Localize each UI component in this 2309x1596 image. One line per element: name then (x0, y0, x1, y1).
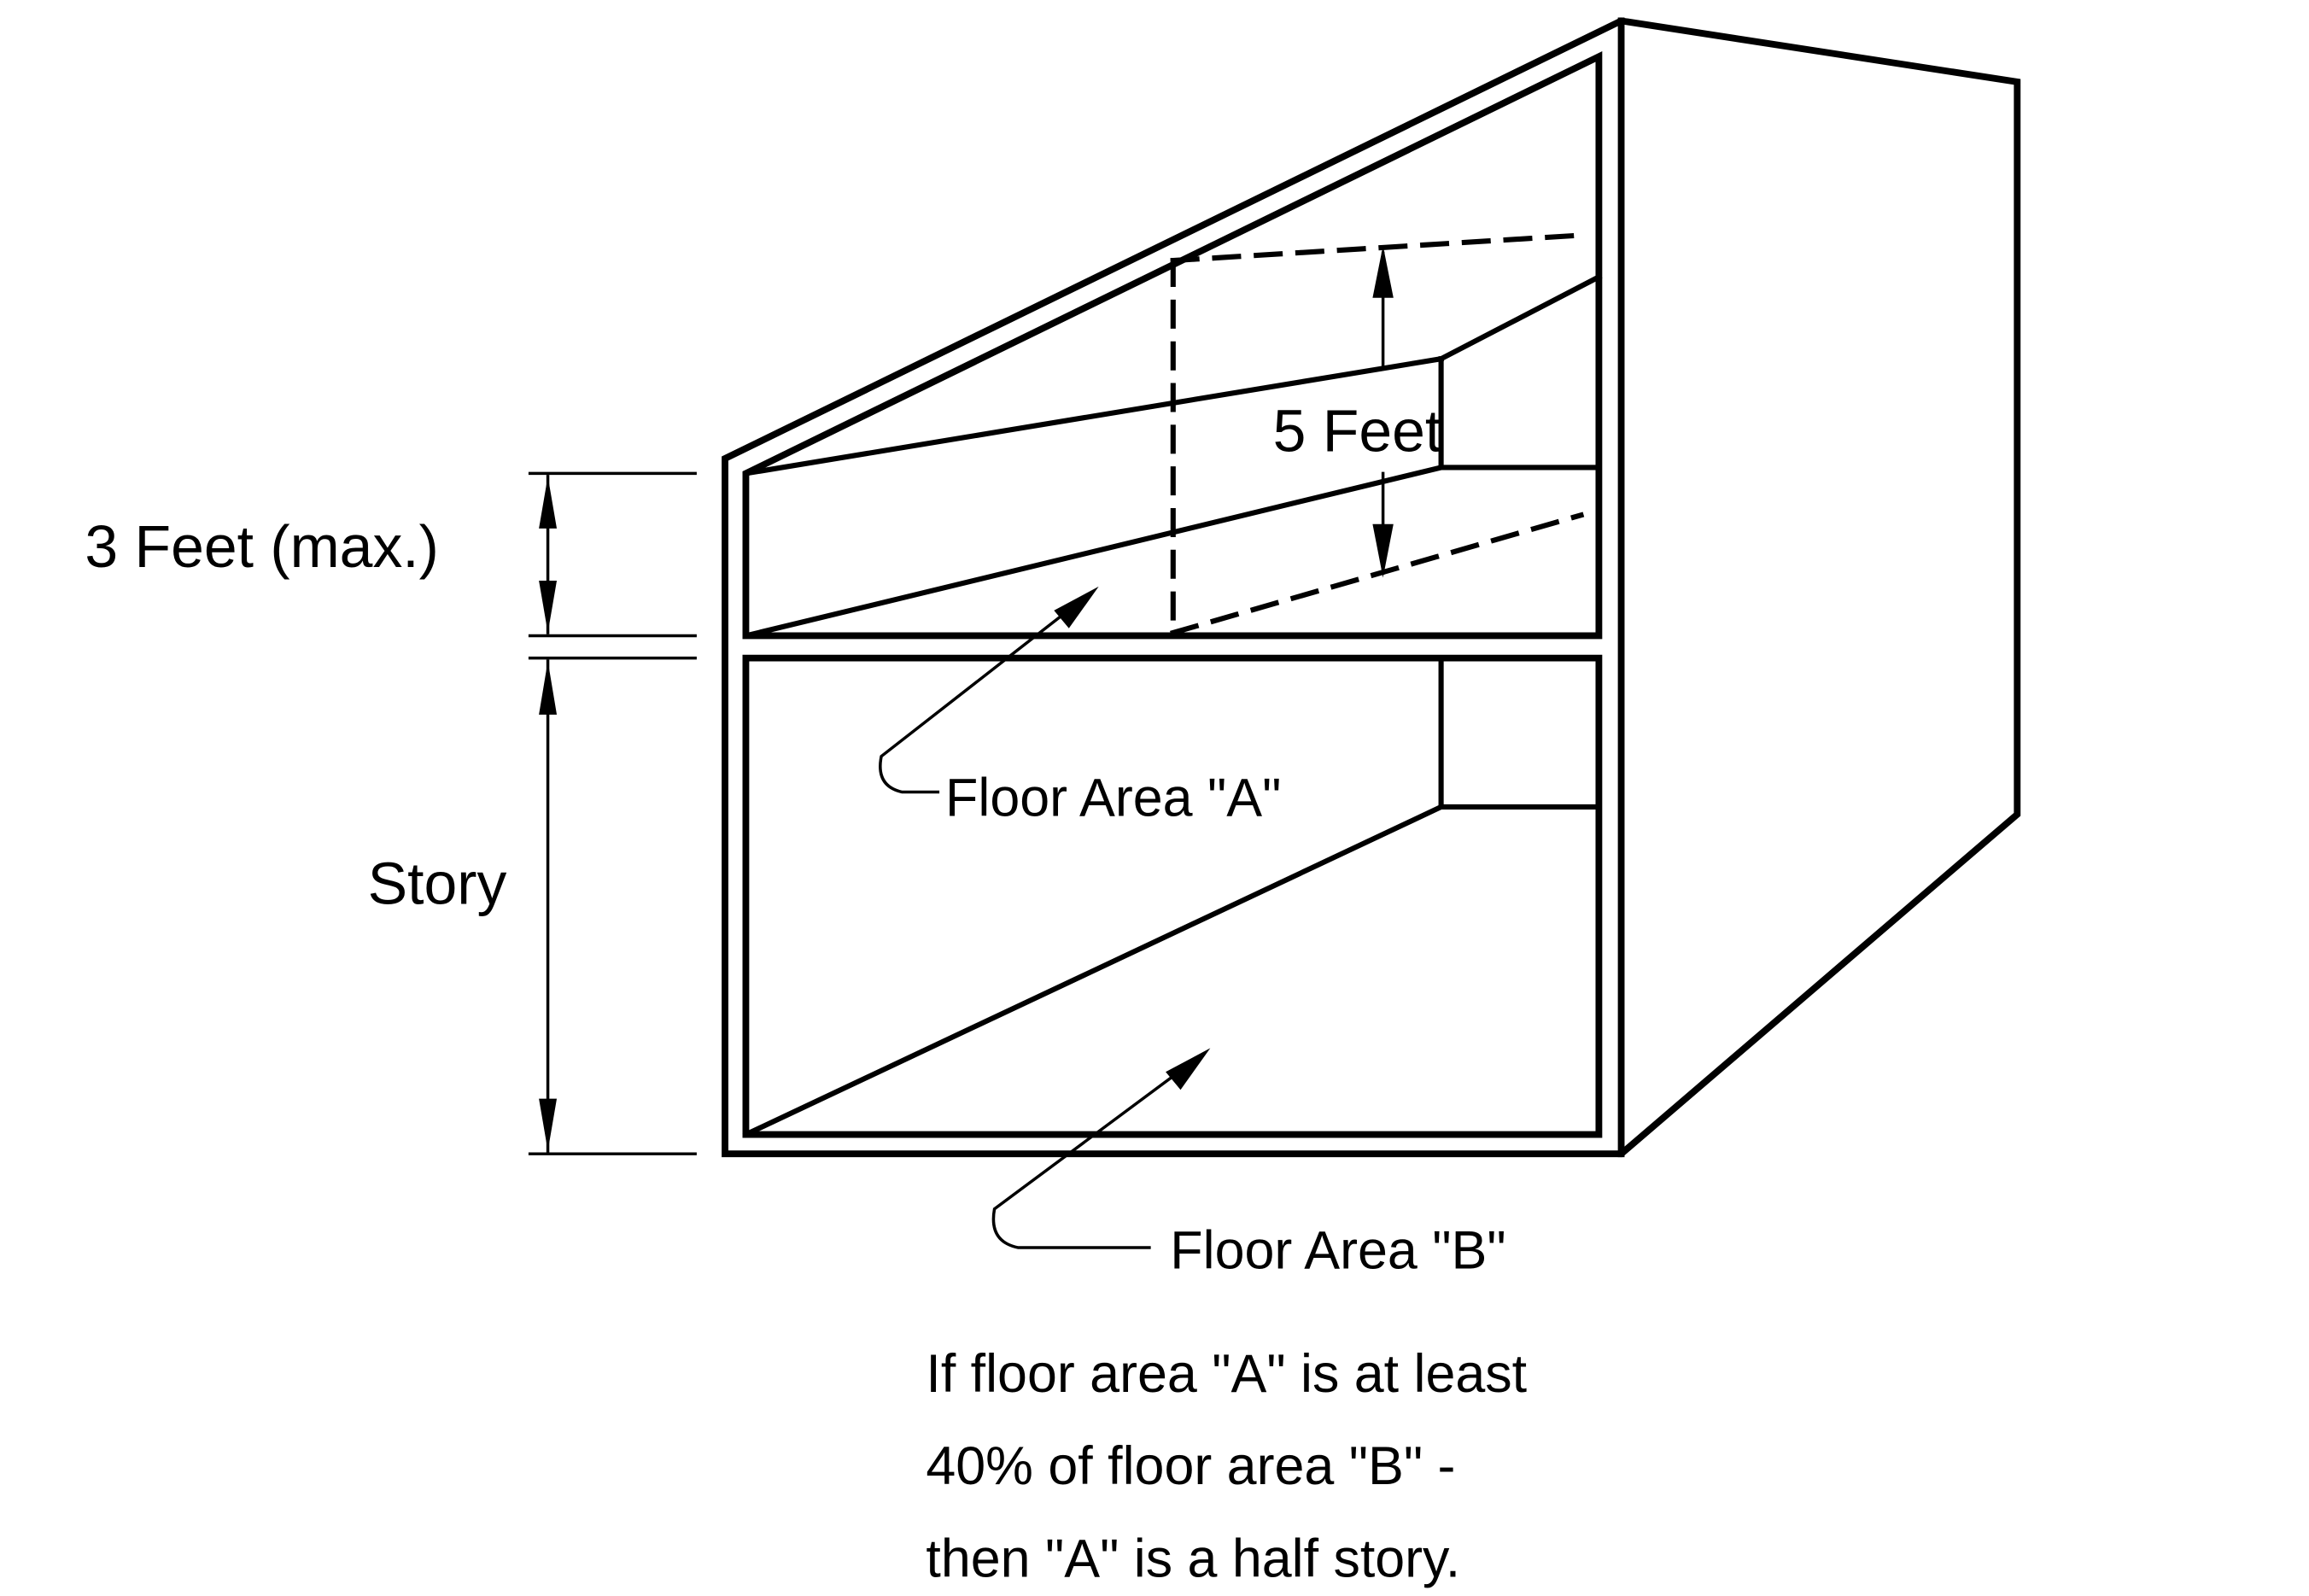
three-feet-dimension: 3 Feet (max.) (85, 471, 697, 638)
attic-inner-frame (742, 50, 1603, 640)
arrow-up-icon (539, 476, 558, 529)
dashed-top (1170, 232, 1584, 264)
floor-area-b-callout: Floor Area "B" (991, 1048, 1506, 1280)
story-floor-line (742, 803, 1445, 1138)
dashed-bottom (1170, 512, 1585, 636)
note-text: If floor area "A" is at least 40% of flo… (926, 1344, 1527, 1588)
note-line-2: 40% of floor area "B" - (926, 1436, 1455, 1496)
attic-ceiling-line (742, 355, 1445, 476)
leader-b (991, 1051, 1206, 1249)
arrow-down-icon (539, 1098, 558, 1151)
five-feet-label: 5 Feet (1273, 397, 1442, 464)
five-feet-dimension: 5 Feet (1273, 245, 1442, 578)
note-line-3: then "A" is a half story. (926, 1529, 1460, 1588)
three-feet-label: 3 Feet (max.) (85, 513, 439, 580)
arrow-up-icon (539, 661, 558, 715)
attic-room (742, 273, 1603, 640)
arrow-icon (1054, 586, 1099, 628)
attic-ceiling-slope (1437, 273, 1603, 363)
five-foot-envelope (1170, 232, 1585, 636)
story-room (742, 655, 1602, 1138)
story-dimension: Story (368, 656, 697, 1155)
arrow-down-icon (1372, 523, 1394, 578)
story-inner-frame (742, 654, 1603, 1138)
floor-area-a-callout: Floor Area "A" (879, 586, 1281, 827)
arrow-icon (1166, 1048, 1211, 1090)
floor-area-a-label: Floor Area "A" (945, 768, 1281, 827)
note-line-1: If floor area "A" is at least (926, 1344, 1527, 1404)
outer-shell (722, 17, 2021, 1158)
story-label: Story (368, 850, 507, 916)
arrow-up-icon (1372, 245, 1394, 298)
building-outline (722, 17, 2021, 1158)
leader-a (879, 590, 1094, 794)
arrow-down-icon (539, 580, 558, 633)
floor-area-b-label: Floor Area "B" (1170, 1220, 1505, 1280)
attic-floor-line (742, 464, 1445, 640)
